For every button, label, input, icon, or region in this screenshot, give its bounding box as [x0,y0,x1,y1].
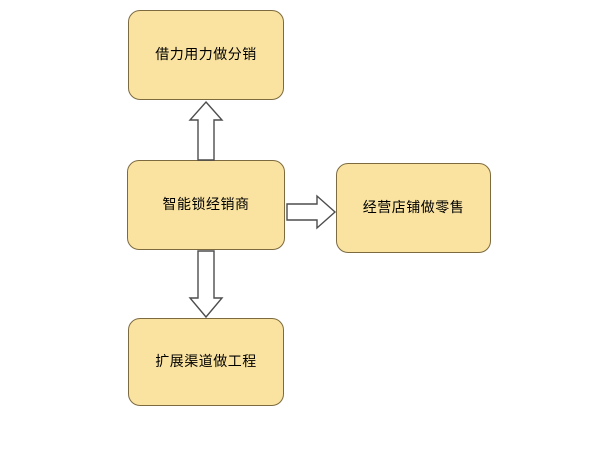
node-dealer[interactable]: 智能锁经销商 [127,160,285,250]
connector-dealer-to-retail[interactable] [286,194,337,230]
arrow-up-icon [188,100,224,161]
node-distribution-label: 借力用力做分销 [155,46,257,63]
arrow-down-icon [188,250,224,319]
node-retail[interactable]: 经营店铺做零售 [336,163,491,253]
connector-dealer-to-distribution[interactable] [188,100,224,161]
arrow-right-icon [286,194,337,230]
node-dealer-label: 智能锁经销商 [162,196,250,213]
node-engineering-label: 扩展渠道做工程 [155,353,257,370]
node-retail-label: 经营店铺做零售 [362,199,465,216]
node-distribution[interactable]: 借力用力做分销 [128,10,284,100]
node-engineering[interactable]: 扩展渠道做工程 [128,318,284,406]
connector-dealer-to-engineering[interactable] [188,250,224,319]
